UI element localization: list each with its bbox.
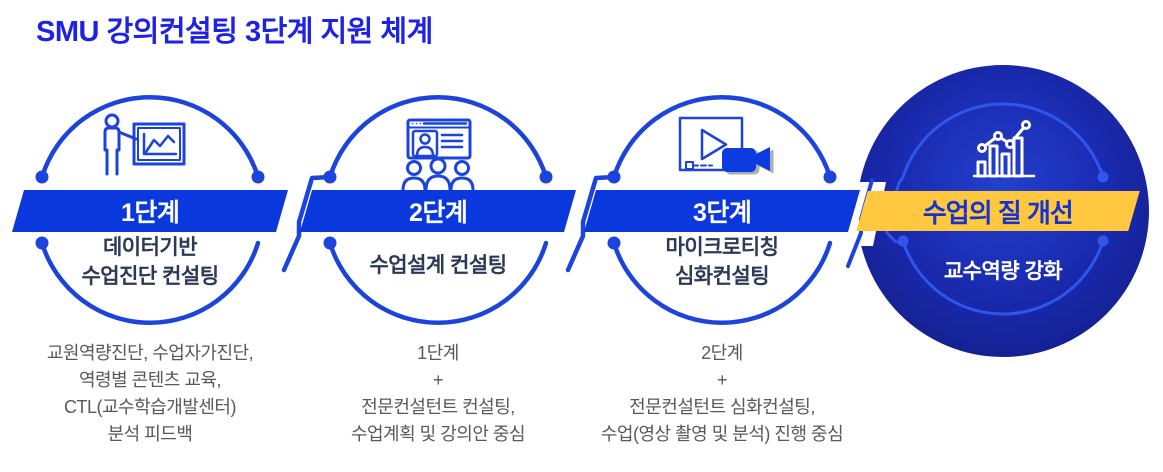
stage-1-label: 1단계 (120, 199, 180, 227)
stage-3-label: 3단계 (692, 199, 752, 227)
stage-3-ring (611, 95, 833, 325)
ring-dot (607, 236, 621, 250)
ring-dot (897, 235, 909, 247)
result-inner-ring-dots (897, 171, 1109, 247)
ring-dot (823, 170, 837, 184)
page-title: SMU 강의컨설팅 3단계 지원 체계 (36, 16, 433, 48)
ring-dot (1097, 171, 1109, 183)
stage-2-ring-dots (323, 170, 553, 250)
ring-dot (35, 170, 49, 184)
stage-3-ring-dots (607, 170, 837, 250)
stage-1-ring-dots (35, 170, 265, 250)
stage-2: 2단계 수업설계 컨설팅 1단계 + 전문컨설턴트 컨설팅, 수업계획 및 강의… (268, 85, 608, 472)
stage-1-subtitle: 데이터기반 수업진단 컨설팅 (81, 236, 219, 288)
stage-3: 3단계 마이크로티칭 심화컨설팅 2단계 + 전문컨설턴트 심화컨설팅, 수업(… (552, 85, 892, 472)
stage-2-ribbon: 2단계 (299, 190, 577, 232)
stage-2-description: 1단계 + 전문컨설턴트 컨설팅, 수업계획 및 강의안 중심 (350, 343, 526, 444)
stage-1-ribbon: 1단계 (11, 190, 289, 232)
stage-3-ribbon: 3단계 (583, 190, 861, 232)
growth-bar-chart-icon (972, 120, 1036, 178)
stage-2-ring (327, 95, 549, 325)
connector-2-3 (565, 174, 617, 273)
stage-1: 1단계 데이터기반 수업진단 컨설팅 교원역량진단, 수업자가진단, 역령별 콘… (0, 85, 320, 472)
ring-dot (35, 236, 49, 250)
stage-1-ring (39, 95, 261, 325)
stage-2-label: 2단계 (408, 199, 468, 227)
ring-dot (323, 236, 337, 250)
stage-2-subtitle: 수업설계 컨설팅 (369, 254, 507, 277)
result-label: 수업의 질 개선 (923, 197, 1073, 228)
connector-1-2 (281, 174, 333, 273)
stage-3-description: 2단계 + 전문컨설턴트 심화컨설팅, 수업(영상 촬영 및 분석) 진행 중심 (600, 343, 844, 444)
ring-dot (251, 170, 265, 184)
result-subtitle: 교수역량 강화 (943, 260, 1063, 283)
result-badge: 수업의 질 개선 교수역량 강화 (833, 60, 1163, 370)
presenter-chart-board-icon (103, 113, 186, 176)
ring-dot (539, 170, 553, 184)
online-lecture-audience-icon (401, 118, 475, 192)
stage-1-description: 교원역량진단, 수업자가진단, 역령별 콘텐츠 교육, CTL(교수학습개발센터… (46, 343, 254, 444)
video-play-camera-icon (678, 116, 774, 175)
stage-connectors (281, 174, 617, 273)
stage-3-subtitle: 마이크로티칭 심화컨설팅 (665, 236, 779, 288)
ring-dot (1097, 235, 1109, 247)
result-ribbon: 수업의 질 개선 (856, 191, 1140, 231)
